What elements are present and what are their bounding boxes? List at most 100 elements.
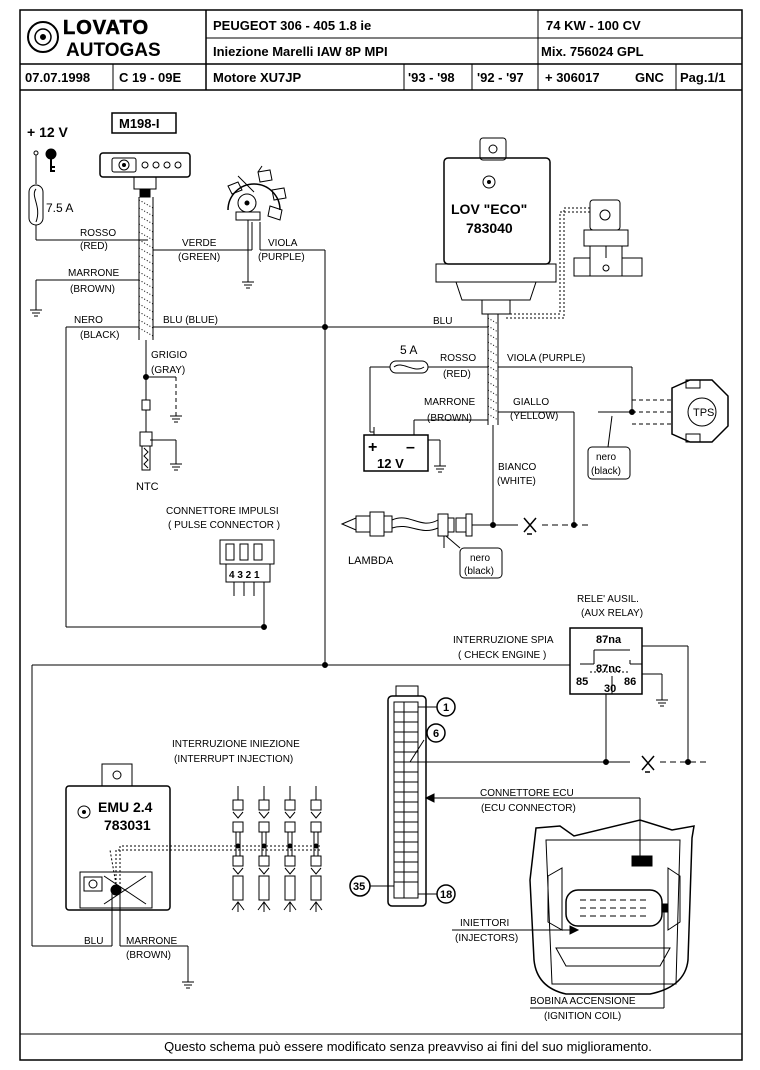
aux-relay-label: (AUX RELAY)	[581, 608, 643, 619]
tps-sensor	[671, 379, 729, 443]
m198-label: M198-I	[119, 116, 159, 131]
wire-bianco-label: BIANCO	[498, 462, 537, 473]
injector-channel	[231, 786, 245, 912]
ground-symbol	[30, 309, 42, 317]
nero-small-label-2: nero	[470, 553, 490, 564]
interruzione-spia-label: INTERRUZIONE SPIA	[453, 635, 554, 646]
engine-code: Motore XU7JP	[213, 70, 301, 85]
ecu-connector	[349, 685, 456, 907]
lambda-sensor	[340, 511, 590, 548]
gas-solenoid-valve	[506, 199, 643, 319]
vehicle-model: PEUGEOT 306 - 405 1.8 ie	[213, 18, 371, 33]
battery-12v	[363, 434, 429, 472]
ecu-connector-label: (ECU CONNECTOR)	[481, 803, 576, 814]
distributor-cap	[227, 165, 287, 289]
svg-text:+: +	[368, 439, 377, 456]
bobina-label: BOBINA ACCENSIONE	[530, 996, 636, 1007]
pulse-connector	[219, 539, 275, 627]
logo-lovato-text: LOVATO	[63, 17, 149, 39]
logo-autogas-text: AUTOGAS	[66, 40, 161, 61]
battery-circuit: + –	[363, 360, 488, 473]
emu-2-4-module	[65, 763, 320, 989]
m198-label-box	[111, 112, 177, 134]
wire-yellow-label: (YELLOW)	[510, 411, 558, 422]
emu-code: 783031	[104, 817, 151, 833]
lov-eco-label: LOV "ECO"	[451, 201, 527, 217]
ecu-pin-1: 1	[443, 702, 449, 714]
pulse-connector-label: ( PULSE CONNECTOR )	[168, 520, 280, 531]
ecu-pin-6: 6	[433, 728, 439, 740]
fuse-5a-label: 5 A	[400, 343, 417, 357]
document-code: C 19 - 09E	[119, 70, 181, 85]
connettore-impulsi-label: CONNETTORE IMPULSI	[166, 506, 279, 517]
wire-marrone-bottom-label: MARRONE	[126, 936, 177, 947]
wire-rosso2-label: ROSSO	[440, 353, 476, 364]
iniettori-label: INIETTORI	[460, 918, 509, 929]
nero-small-label: nero	[596, 452, 616, 463]
svg-text:–: –	[406, 439, 415, 456]
wire-blu-label: BLU	[433, 316, 452, 327]
wire-grigio-label: GRIGIO	[151, 350, 187, 361]
engine-bay	[529, 819, 695, 995]
wire-red2-label: (RED)	[443, 369, 471, 380]
ecu-pin-35: 35	[353, 881, 365, 893]
gnc-label: GNC	[635, 70, 665, 85]
nero-black-callout-2	[459, 547, 503, 579]
relay-87nc: 87nc	[596, 663, 621, 675]
wire-white-label: (WHITE)	[497, 476, 536, 487]
wire-marrone2-label: MARRONE	[424, 397, 475, 408]
ntc-sensor	[139, 399, 182, 471]
pulse-connector-pins: 4 3 2 1	[229, 570, 260, 581]
fuse-7-5a	[28, 184, 44, 226]
key-switch-12v: + 12 V 7.5 A	[27, 124, 148, 241]
battery-label: 12 V	[377, 456, 404, 471]
ignition-coil-label: (IGNITION COIL)	[544, 1011, 621, 1022]
lov-eco-code: 783040	[466, 220, 513, 236]
tps-label: TPS	[693, 407, 714, 419]
wire-rosso-label: ROSSO	[80, 228, 116, 239]
wire-brown2-label: (BROWN)	[427, 413, 472, 424]
page-number: Pag.1/1	[680, 70, 726, 85]
nero-black-callout	[587, 446, 631, 480]
relay-86: 86	[624, 676, 636, 688]
ntc-label: NTC	[136, 481, 159, 493]
kit-code: + 306017	[545, 70, 600, 85]
mixer-code: Mix. 756024 GPL	[541, 44, 644, 59]
check-engine-label: ( CHECK ENGINE )	[458, 650, 546, 661]
years-range-1: '93 - '98	[408, 70, 455, 85]
interrupt-injection-label: (INTERRUPT INJECTION)	[174, 754, 293, 765]
wire-blu-bottom-label: BLU	[84, 936, 103, 947]
wire-purple-label: (PURPLE)	[258, 252, 305, 263]
connettore-ecu-label: CONNETTORE ECU	[480, 788, 574, 799]
relay-30: 30	[604, 683, 616, 695]
fuse-7-5a-label: 7.5 A	[46, 201, 73, 215]
wire-nero-label: NERO	[74, 315, 103, 326]
m198-switch-module	[99, 152, 191, 340]
wire-verde-label: VERDE	[182, 238, 217, 249]
years-range-2: '92 - '97	[477, 70, 524, 85]
injectors-label: (INJECTORS)	[455, 933, 518, 944]
injection-system: Iniezione Marelli IAW 8P MPI	[213, 44, 388, 59]
footer-note: Questo schema può essere modificato senz…	[164, 1039, 652, 1054]
lov-eco-module	[435, 137, 557, 425]
wire-brown-bottom-label: (BROWN)	[126, 950, 171, 961]
wire-viola-label: VIOLA	[268, 238, 298, 249]
document-date: 07.07.1998	[25, 70, 90, 85]
wire-brown-label: (BROWN)	[70, 284, 115, 295]
ecu-pin-18: 18	[440, 889, 452, 901]
rele-ausil-label: RELE' AUSIL.	[577, 594, 639, 605]
wire-gray-label: (GRAY)	[151, 365, 185, 376]
wire-giallo-label: GIALLO	[513, 397, 549, 408]
relay-87na: 87na	[596, 634, 622, 646]
black-small-label: (black)	[591, 466, 621, 477]
relay-85: 85	[576, 676, 588, 688]
interruzione-iniezione-label: INTERRUZIONE INIEZIONE	[172, 739, 300, 750]
black-small-label-2: (black)	[464, 566, 494, 577]
lovato-logo: LOVATO AUTOGAS	[27, 17, 161, 61]
engine-power: 74 KW - 100 CV	[546, 18, 641, 33]
wire-marrone-label: MARRONE	[68, 268, 119, 279]
lambda-label: LAMBDA	[348, 555, 394, 567]
emu-label: EMU 2.4	[98, 799, 153, 815]
